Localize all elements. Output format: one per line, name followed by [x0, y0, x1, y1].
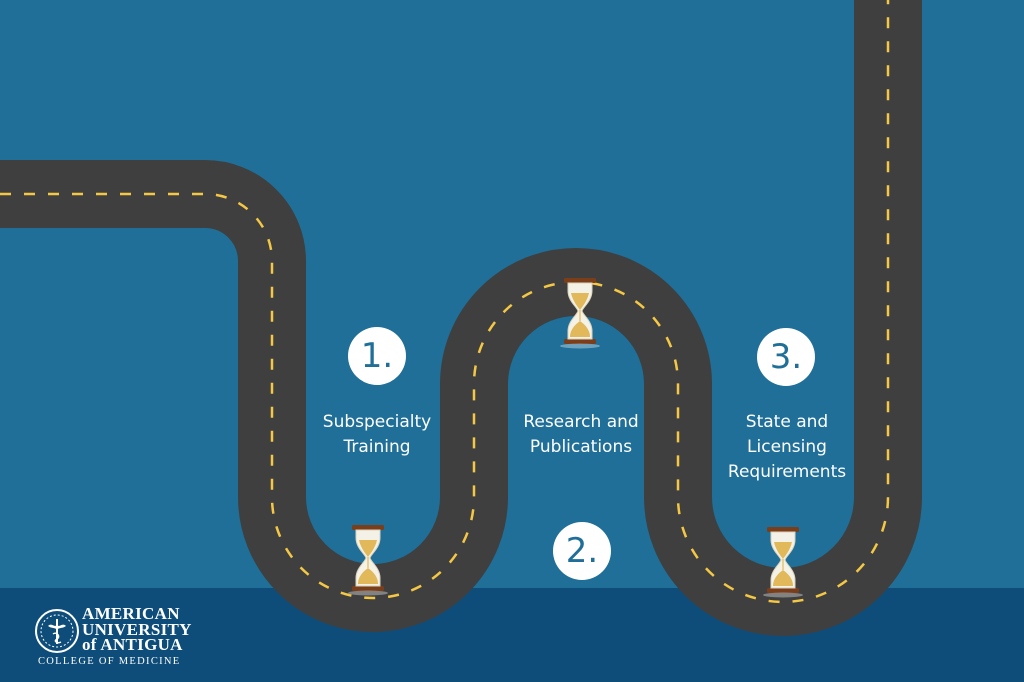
step-3-label-line: Requirements	[727, 462, 847, 482]
logo-wordmark: AMERICAN UNIVERSITY of ANTIGUA	[82, 604, 192, 654]
road	[0, 0, 922, 636]
university-logo: AMERICAN UNIVERSITY of ANTIGUA COLLEGE O…	[34, 604, 194, 670]
step-2-label: Research and Publications	[496, 410, 666, 460]
step-2-label-line: Publications	[529, 437, 633, 457]
logo-name-line: of ANTIGUA	[82, 635, 183, 654]
logo-name-line: AMERICAN	[82, 604, 180, 623]
step-1-label-line: Subspecialty	[322, 412, 432, 432]
step-2-number: 2.	[553, 522, 611, 580]
step-1-number: 1.	[348, 327, 406, 385]
seal-icon	[35, 609, 79, 653]
step-2-label-line: Research and	[523, 412, 639, 432]
logo-subtitle: COLLEGE OF MEDICINE	[38, 656, 181, 667]
step-3-number: 3.	[757, 328, 815, 386]
step-3-label: State and Licensing Requirements	[702, 410, 872, 485]
step-1-label-line: Training	[343, 437, 411, 457]
road-center-line	[0, 0, 890, 604]
logo-name-line: UNIVERSITY	[82, 619, 192, 639]
step-3-label-line: State and	[745, 412, 829, 432]
step-3-label-line: Licensing	[747, 437, 827, 457]
step-1-label: Subspecialty Training	[292, 410, 462, 460]
